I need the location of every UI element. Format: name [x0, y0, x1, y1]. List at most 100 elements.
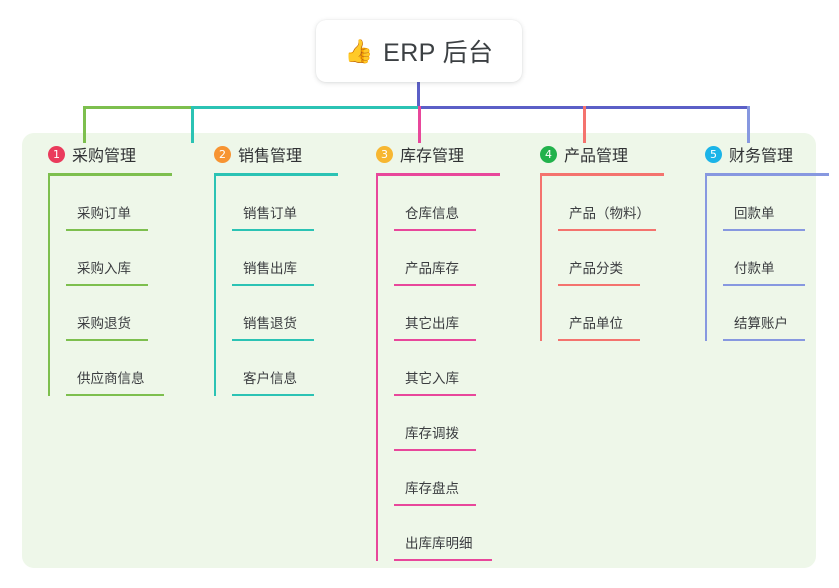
- menu-item-label: 产品库存: [405, 261, 459, 276]
- menu-item[interactable]: 采购入库: [66, 231, 190, 286]
- menu-item[interactable]: 供应商信息: [66, 341, 190, 396]
- menu-item-label: 产品（物料）: [569, 206, 650, 221]
- column-title: 财务管理: [729, 148, 794, 165]
- menu-item-label: 付款单: [734, 261, 775, 276]
- column-header-1[interactable]: 1 采购管理: [30, 140, 190, 168]
- drop-col2: [191, 106, 194, 143]
- column-采购管理: 1 采购管理采购订单采购入库采购退货供应商信息: [30, 140, 190, 396]
- menu-item-underline: [232, 284, 314, 286]
- menu-item-label: 采购订单: [77, 206, 131, 221]
- menu-item[interactable]: 产品单位: [558, 286, 682, 341]
- menu-item[interactable]: 采购退货: [66, 286, 190, 341]
- menu-item-label: 回款单: [734, 206, 775, 221]
- column-header-2[interactable]: 2 销售管理: [196, 140, 356, 168]
- column-badge-2: 2: [214, 145, 231, 163]
- menu-item-label: 销售出库: [243, 261, 297, 276]
- menu-item-underline: [232, 339, 314, 341]
- menu-item-label: 其它入库: [405, 371, 459, 386]
- menu-item-underline: [723, 339, 805, 341]
- menu-item-label: 客户信息: [243, 371, 297, 386]
- column-产品管理: 4 产品管理产品（物料） 产品分类产品单位: [522, 140, 682, 341]
- menu-item-underline: [558, 284, 640, 286]
- column-header-3[interactable]: 3 库存管理: [358, 140, 518, 168]
- menu-item[interactable]: 其它入库: [394, 341, 518, 396]
- column-spine: [48, 176, 50, 396]
- column-badge-3: 3: [376, 145, 393, 163]
- root-node[interactable]: 👍 ERP 后台: [316, 20, 522, 82]
- menu-item[interactable]: 产品（物料）: [558, 176, 682, 231]
- thumbs-up-icon: 👍: [344, 37, 374, 64]
- column-title: 销售管理: [238, 148, 303, 165]
- menu-item[interactable]: 库存盘点: [394, 451, 518, 506]
- menu-item-underline: [394, 449, 476, 451]
- column-underline: [540, 173, 664, 176]
- column-badge-4: 4: [540, 145, 557, 163]
- menu-item-underline: [394, 229, 476, 231]
- column-title: 库存管理: [400, 148, 465, 165]
- column-items: 销售订单销售出库销售退货客户信息: [214, 176, 356, 396]
- menu-item-label: 销售退货: [243, 316, 297, 331]
- menu-item[interactable]: 出库库明细: [394, 506, 518, 561]
- menu-item[interactable]: 回款单: [723, 176, 839, 231]
- menu-item-label: 库存调拨: [405, 426, 459, 441]
- drop-col3: [418, 106, 421, 143]
- menu-item-label: 产品分类: [569, 261, 623, 276]
- root-stem-connector: [417, 82, 420, 106]
- column-title: 产品管理: [564, 148, 629, 165]
- menu-item[interactable]: 其它出库: [394, 286, 518, 341]
- column-spine: [705, 176, 707, 341]
- drop-col5: [747, 106, 750, 143]
- menu-item[interactable]: 产品库存: [394, 231, 518, 286]
- menu-item-underline: [232, 229, 314, 231]
- column-badge-1: 1: [48, 145, 65, 163]
- segment-col2-col3: [191, 106, 418, 109]
- column-spine: [376, 176, 378, 561]
- content-panel: [22, 133, 816, 568]
- menu-item[interactable]: 客户信息: [232, 341, 356, 396]
- menu-item[interactable]: 付款单: [723, 231, 839, 286]
- menu-item-underline: [723, 229, 805, 231]
- column-销售管理: 2 销售管理销售订单销售出库销售退货客户信息: [196, 140, 356, 396]
- column-spine: [214, 176, 216, 396]
- menu-item[interactable]: 库存调拨: [394, 396, 518, 451]
- menu-item-underline: [558, 339, 640, 341]
- menu-item-underline: [394, 559, 492, 561]
- column-header-4[interactable]: 4 产品管理: [522, 140, 682, 168]
- menu-item-label: 产品单位: [569, 316, 623, 331]
- drop-col1: [83, 106, 86, 143]
- column-header-5[interactable]: 5 财务管理: [687, 140, 839, 168]
- menu-item-underline: [723, 284, 805, 286]
- column-badge-5: 5: [705, 145, 722, 163]
- menu-item[interactable]: 结算账户: [723, 286, 839, 341]
- column-title: 采购管理: [72, 148, 137, 165]
- menu-item-underline: [394, 284, 476, 286]
- menu-item-underline: [394, 394, 476, 396]
- menu-item[interactable]: 销售订单: [232, 176, 356, 231]
- menu-item[interactable]: 采购订单: [66, 176, 190, 231]
- menu-item[interactable]: 产品分类: [558, 231, 682, 286]
- menu-item-underline: [66, 394, 164, 396]
- menu-item-label: 销售订单: [243, 206, 297, 221]
- menu-item-label: 供应商信息: [77, 371, 145, 386]
- menu-item-underline: [66, 229, 148, 231]
- menu-item-label: 采购退货: [77, 316, 131, 331]
- menu-item[interactable]: 销售出库: [232, 231, 356, 286]
- menu-item[interactable]: 仓库信息: [394, 176, 518, 231]
- menu-item-label: 结算账户: [734, 316, 788, 331]
- column-items: 回款单付款单结算账户: [705, 176, 839, 341]
- menu-item-underline: [232, 394, 314, 396]
- menu-item-underline: [558, 229, 656, 231]
- segment-col1-col2: [83, 106, 191, 109]
- column-items: 仓库信息产品库存其它出库其它入库库存调拨库存盘点出库库明细: [376, 176, 518, 561]
- menu-item-underline: [394, 339, 476, 341]
- drop-col4: [583, 106, 586, 143]
- column-underline: [214, 173, 338, 176]
- menu-item[interactable]: 销售退货: [232, 286, 356, 341]
- menu-item-label: 仓库信息: [405, 206, 459, 221]
- column-库存管理: 3 库存管理仓库信息产品库存其它出库其它入库库存调拨库存盘点出库库明细: [358, 140, 518, 561]
- menu-item-underline: [66, 284, 148, 286]
- menu-item-label: 采购入库: [77, 261, 131, 276]
- menu-item-underline: [66, 339, 148, 341]
- column-财务管理: 5 财务管理回款单付款单结算账户: [687, 140, 839, 341]
